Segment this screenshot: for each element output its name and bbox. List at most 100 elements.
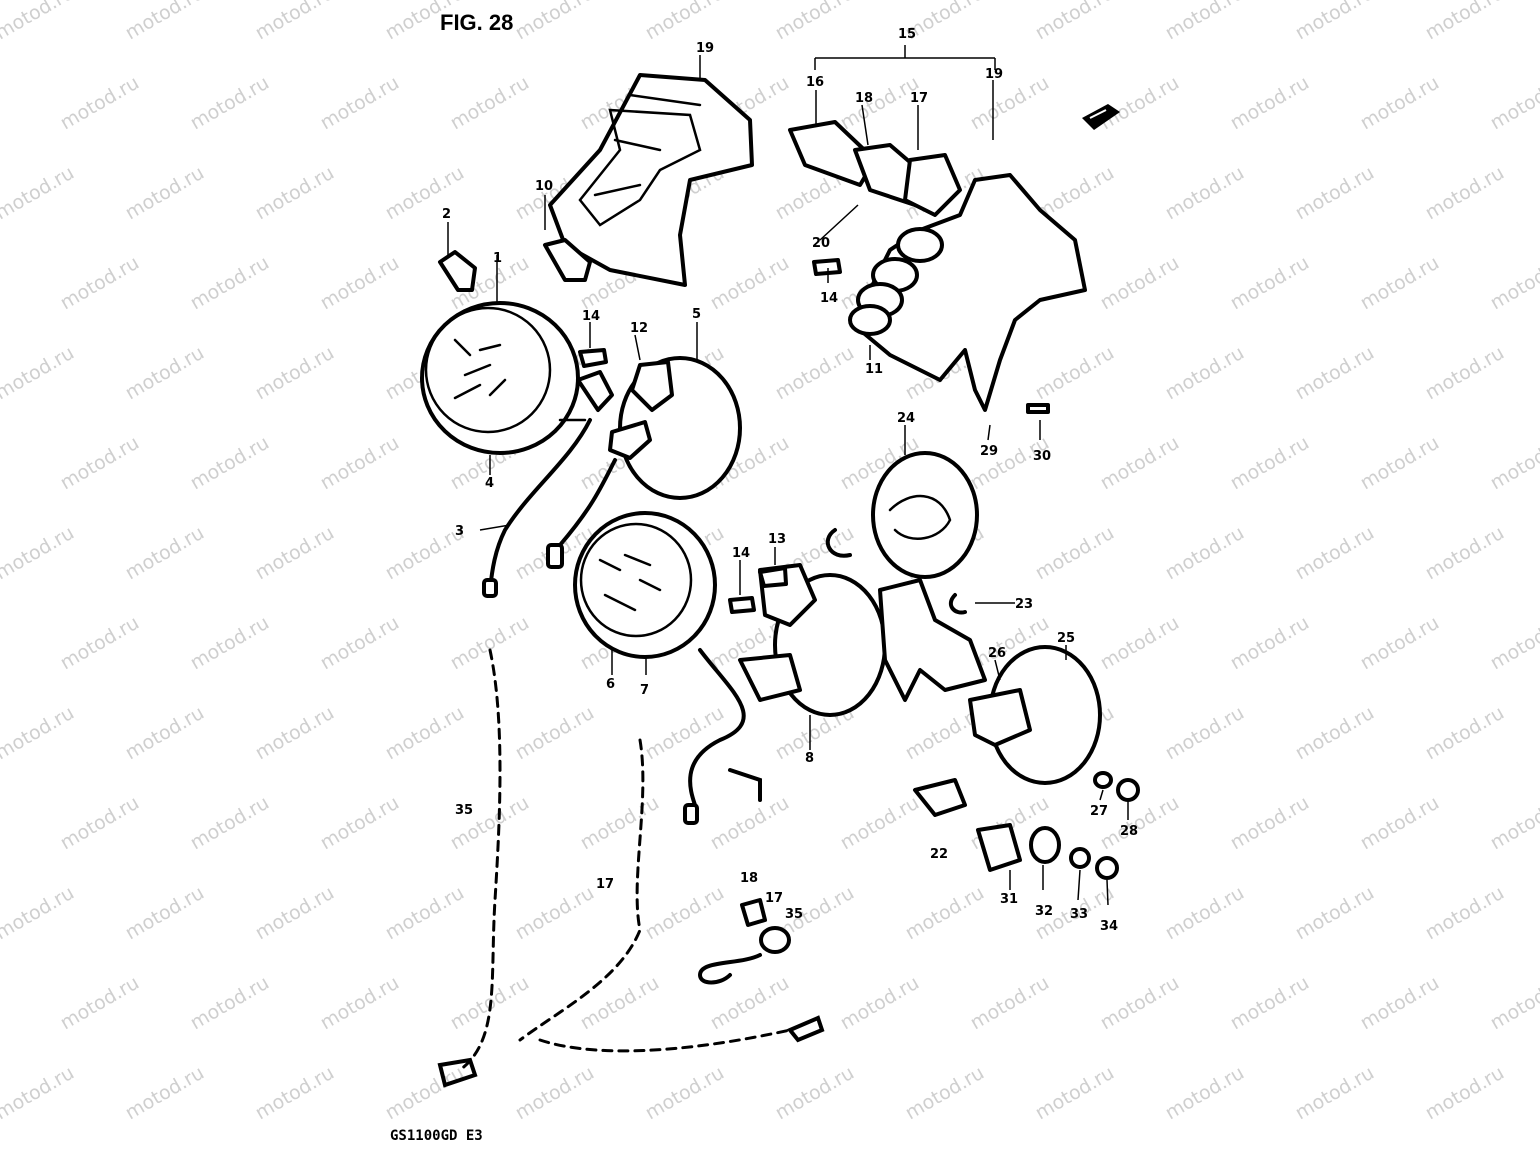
watermark-text: motod.ru [382, 702, 468, 765]
model-code: GS1100GD E3 [390, 1128, 483, 1144]
watermark-text: motod.ru [187, 612, 273, 675]
watermark-text: motod.ru [1227, 972, 1313, 1035]
watermark-text: motod.ru [0, 522, 78, 585]
watermark-text: motod.ru [122, 702, 208, 765]
watermark-text: motod.ru [1162, 342, 1248, 405]
callout-12: 12 [630, 321, 648, 336]
callout-32: 33 [1070, 907, 1088, 922]
watermark-text: motod.ru [1487, 972, 1540, 1035]
front-arrow-icon [1082, 104, 1120, 130]
callout-14: 14 [582, 309, 600, 324]
callout-24: 25 [1057, 631, 1075, 646]
nut-27-part [1116, 778, 1140, 802]
watermark-text: motod.ru [122, 1062, 208, 1125]
watermark-text: motod.ru [1097, 72, 1183, 135]
watermark-text: motod.ru [967, 972, 1053, 1035]
wire-harness-3-part [488, 418, 592, 592]
indicator-lens-17-part [903, 153, 962, 217]
watermark-text: motod.ru [57, 792, 143, 855]
watermark-text: motod.ru [512, 702, 598, 765]
bracket-12-part [576, 370, 614, 412]
watermark-text: motod.ru [57, 972, 143, 1035]
watermark-text: motod.ru [1227, 792, 1313, 855]
watermark-text: motod.ru [642, 702, 728, 765]
watermark-text: motod.ru [512, 1062, 598, 1125]
watermark-text: motod.ru [1097, 612, 1183, 675]
tacho-cable-part [518, 738, 645, 1042]
watermark-text: motod.ru [1357, 972, 1443, 1035]
watermark-text: motod.ru [1357, 612, 1443, 675]
washer-26-part [1093, 771, 1113, 789]
watermark-text: motod.ru [1487, 792, 1540, 855]
watermark-text: motod.ru [1032, 522, 1118, 585]
callout-2: 2 [442, 207, 451, 222]
watermark-text: motod.ru [967, 72, 1053, 135]
watermark-text: motod.ru [1357, 252, 1443, 315]
callout-layer: 19 10 2 1 14 12 5 15 16 18 17 19 20 14 1… [442, 27, 1138, 934]
watermark-text: motod.ru [1162, 1062, 1248, 1125]
socket-35-part [697, 898, 791, 985]
callout-20: 20 [812, 236, 830, 251]
watermark-text: motod.ru [1357, 792, 1443, 855]
callout-13: 13 [768, 532, 786, 547]
callout-31: 32 [1035, 904, 1053, 919]
watermark-text: motod.ru [1097, 792, 1183, 855]
gasket-22-part [948, 593, 967, 615]
watermark-text: motod.ru [902, 1062, 988, 1125]
watermark-text: motod.ru [642, 0, 728, 44]
watermark-text: motod.ru [0, 702, 78, 765]
callout-14c: 14 [732, 546, 750, 561]
watermark-text: motod.ru [1292, 342, 1378, 405]
watermark-text: motod.ru [122, 342, 208, 405]
watermark-text: motod.ru [317, 252, 403, 315]
watermark-text: motod.ru [1162, 0, 1248, 44]
watermark-text: motod.ru [1227, 432, 1313, 495]
watermark-text: motod.ru [772, 342, 858, 405]
watermark-text: motod.ru [1422, 702, 1508, 765]
callout-23: 24 [897, 411, 915, 426]
watermark-text: motod.ru [0, 342, 78, 405]
callout-25: 26 [988, 646, 1006, 661]
callout-15: 15 [898, 27, 916, 42]
watermark-text: motod.ru [0, 882, 78, 945]
watermark-text: motod.ru [1422, 342, 1508, 405]
watermark-text: motod.ru [772, 0, 858, 44]
watermark-text: motod.ru [122, 522, 208, 585]
meter-cover-part [548, 73, 754, 287]
knob-2-part [438, 250, 477, 292]
watermark-text: motod.ru [317, 612, 403, 675]
callout-6: 6 [606, 677, 615, 692]
watermark-text: motod.ru [317, 72, 403, 135]
clip-14-part [578, 348, 608, 368]
watermark-text: motod.ru [317, 792, 403, 855]
watermark-text: motod.ru [1487, 72, 1540, 135]
watermark-text: motod.ru [57, 72, 143, 135]
watermark-text: motod.ru [1162, 162, 1248, 225]
meter-case-5-part [608, 356, 742, 500]
watermark-text: motod.ru [252, 1062, 338, 1125]
watermark-text: motod.ru [512, 0, 598, 44]
callout-9: 19 [696, 41, 714, 56]
watermark-text: motod.ru [122, 162, 208, 225]
watermark-text: motod.ru [57, 252, 143, 315]
watermark-text: motod.ru [252, 342, 338, 405]
watermark-text: motod.ru [642, 1062, 728, 1125]
washer-32-part [1069, 847, 1091, 869]
callout-18b: 18 [740, 871, 758, 886]
watermark-text: motod.ru [1422, 1062, 1508, 1125]
watermark-text: motod.ru [1292, 522, 1378, 585]
watermark-text: motod.ru [837, 972, 923, 1035]
watermark-text: motod.ru [447, 792, 533, 855]
watermark-text: motod.ru [187, 972, 273, 1035]
callout-11: 11 [865, 362, 883, 377]
watermark-text: motod.ru [1487, 432, 1540, 495]
watermark-text: motod.ru [382, 162, 468, 225]
watermark-text: motod.ru [1292, 1062, 1378, 1125]
callout-5: 5 [692, 307, 701, 322]
grommet-30-part [976, 823, 1022, 872]
watermark-text: motod.ru [122, 882, 208, 945]
housing-24-part [913, 645, 1102, 817]
watermark-text: motod.ru [1032, 342, 1118, 405]
watermark-text: motod.ru [317, 972, 403, 1035]
washer-31-part [1029, 826, 1061, 864]
